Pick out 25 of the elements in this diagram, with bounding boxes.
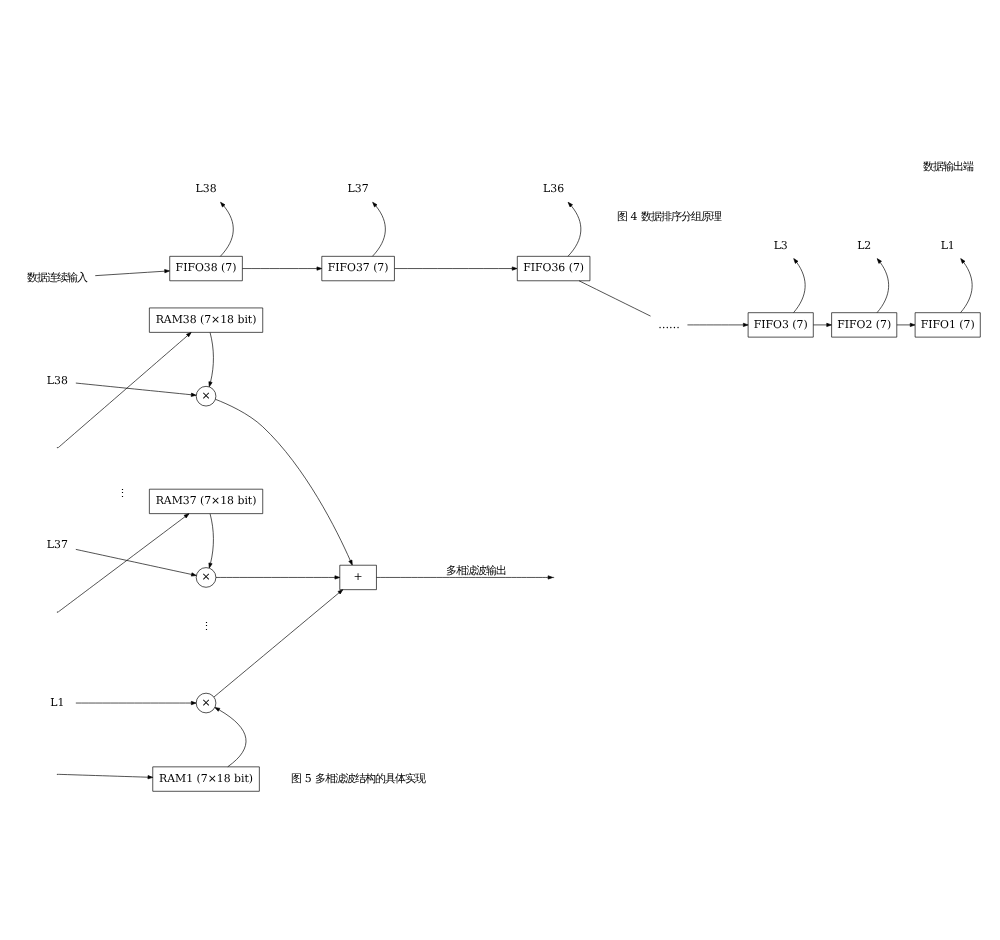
arrow [75, 549, 197, 577]
arrow [793, 258, 806, 313]
arrow [57, 513, 190, 613]
arrow [208, 332, 214, 387]
arrow [75, 701, 197, 706]
arrow [567, 201, 582, 257]
arrow [57, 774, 154, 780]
arrow [208, 513, 214, 569]
arrow [896, 322, 916, 327]
connector [578, 280, 651, 317]
arrow [220, 201, 234, 257]
arrow [215, 399, 353, 566]
arrow [213, 589, 344, 698]
arrow [813, 322, 832, 327]
arrow [94, 269, 170, 276]
arrow [242, 266, 323, 271]
arrow [960, 258, 973, 313]
arrow [372, 201, 386, 257]
arrow [215, 575, 340, 580]
arrow [876, 258, 889, 313]
arrow [75, 382, 197, 397]
arrow [214, 707, 247, 768]
arrow [57, 332, 192, 449]
arrow [394, 266, 518, 271]
arrow [687, 322, 749, 327]
